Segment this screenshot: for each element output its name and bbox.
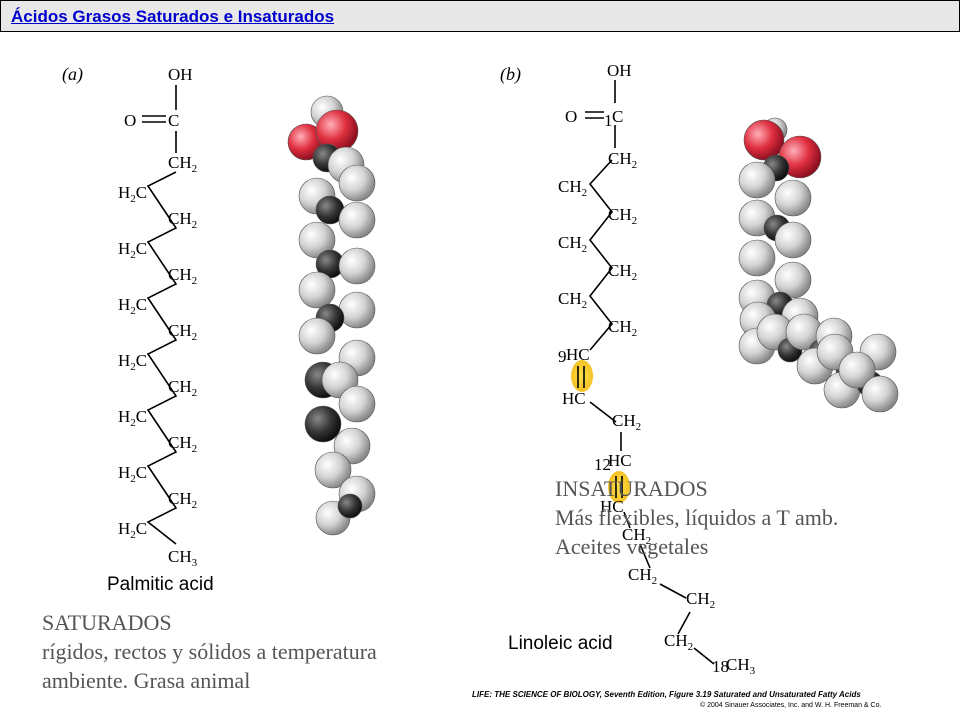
svg-text:HC: HC (608, 451, 632, 470)
svg-text:O: O (565, 107, 577, 126)
palmitic-space-filling-model (287, 95, 376, 536)
panel-a: (a) OH O C CH2 H2C CH2 H2C CH2 H2C CH2 H… (62, 64, 376, 595)
double-bond-highlight-c12 (608, 471, 630, 503)
svg-text:CH2: CH2 (168, 265, 197, 287)
unsaturated-title: INSATURADOS (555, 476, 708, 501)
svg-text:CH2: CH2 (608, 317, 637, 339)
palmitic-acid-label: Palmitic acid (107, 574, 214, 595)
svg-text:OH: OH (607, 61, 632, 80)
linoleic-chain-labels: OH O 1 C CH2 CH2 CH2 CH2 CH2 CH2 CH2 9 H… (558, 61, 756, 677)
linoleic-space-filling-model (738, 117, 899, 413)
svg-text:CH2: CH2 (168, 321, 197, 343)
palmitic-chain-labels: CH2 H2C CH2 H2C CH2 H2C CH2 H2C CH2 H2C … (118, 153, 198, 569)
svg-text:CH2: CH2 (558, 177, 587, 199)
saturated-line-1: rígidos, rectos y sólidos a temperatura (42, 639, 377, 664)
svg-text:CH2: CH2 (168, 433, 197, 455)
linoleic-acid-label: Linoleic acid (508, 633, 613, 654)
svg-text:H2C: H2C (118, 519, 147, 541)
svg-text:H2C: H2C (118, 239, 147, 261)
svg-text:C: C (612, 107, 623, 126)
page-title-link[interactable]: Ácidos Grasos Saturados e Insaturados (11, 7, 335, 26)
svg-text:CH2: CH2 (608, 261, 637, 283)
unsaturated-note: INSATURADOS Más flexibles, líquidos a T … (555, 474, 955, 561)
panel-a-label: (a) (62, 64, 83, 85)
svg-text:9: 9 (558, 347, 567, 366)
svg-text:CH2: CH2 (628, 565, 657, 587)
svg-text:CH2: CH2 (608, 149, 637, 171)
svg-text:H2C: H2C (118, 351, 147, 373)
svg-text:CH2: CH2 (558, 233, 587, 255)
svg-text:HC: HC (600, 497, 624, 516)
svg-text:H2C: H2C (118, 407, 147, 429)
double-bond-highlight-c9 (571, 360, 593, 392)
title-bar: Ácidos Grasos Saturados e Insaturados (0, 0, 960, 32)
svg-text:CH2: CH2 (168, 377, 197, 399)
svg-text:CH2: CH2 (168, 209, 197, 231)
saturated-title: SATURADOS (42, 610, 172, 635)
svg-text:CH2: CH2 (622, 525, 651, 547)
panel-b: (b) OH O 1 C (500, 61, 899, 677)
svg-text:CH2: CH2 (664, 631, 693, 653)
svg-text:HC: HC (562, 389, 586, 408)
figure-credit-copyright: © 2004 Sinauer Associates, Inc. and W. H… (700, 702, 882, 709)
linoleic-structural-formula (577, 80, 715, 665)
svg-text:H2C: H2C (118, 295, 147, 317)
carbonyl-oxygen: O (124, 111, 136, 130)
svg-text:1: 1 (604, 111, 613, 130)
svg-text:CH2: CH2 (686, 589, 715, 611)
svg-text:HC: HC (566, 345, 590, 364)
unsaturated-line-2: Aceites vegetales (555, 534, 709, 559)
svg-text:CH2: CH2 (168, 153, 197, 175)
svg-text:CH2: CH2 (608, 205, 637, 227)
carboxyl-carbon: C (168, 111, 179, 130)
svg-text:18: 18 (712, 657, 729, 676)
svg-text:CH3: CH3 (168, 547, 198, 569)
svg-text:H2C: H2C (118, 183, 147, 205)
unsaturated-line-1: Más flexibles, líquidos a T amb. (555, 505, 839, 530)
svg-text:CH3: CH3 (726, 655, 756, 677)
svg-text:CH2: CH2 (612, 411, 641, 433)
svg-text:CH2: CH2 (168, 489, 197, 511)
svg-text:CH2: CH2 (558, 289, 587, 311)
panel-b-label: (b) (500, 64, 521, 85)
oh-group: OH (168, 65, 193, 84)
palmitic-structural-formula: OH O C (124, 65, 193, 545)
saturated-note: SATURADOS rígidos, rectos y sólidos a te… (42, 608, 472, 695)
svg-text:12: 12 (594, 455, 611, 474)
saturated-line-2: ambiente. Grasa animal (42, 668, 251, 693)
figure-credit-title: LIFE: THE SCIENCE OF BIOLOGY, Seventh Ed… (472, 690, 861, 699)
svg-text:H2C: H2C (118, 463, 147, 485)
